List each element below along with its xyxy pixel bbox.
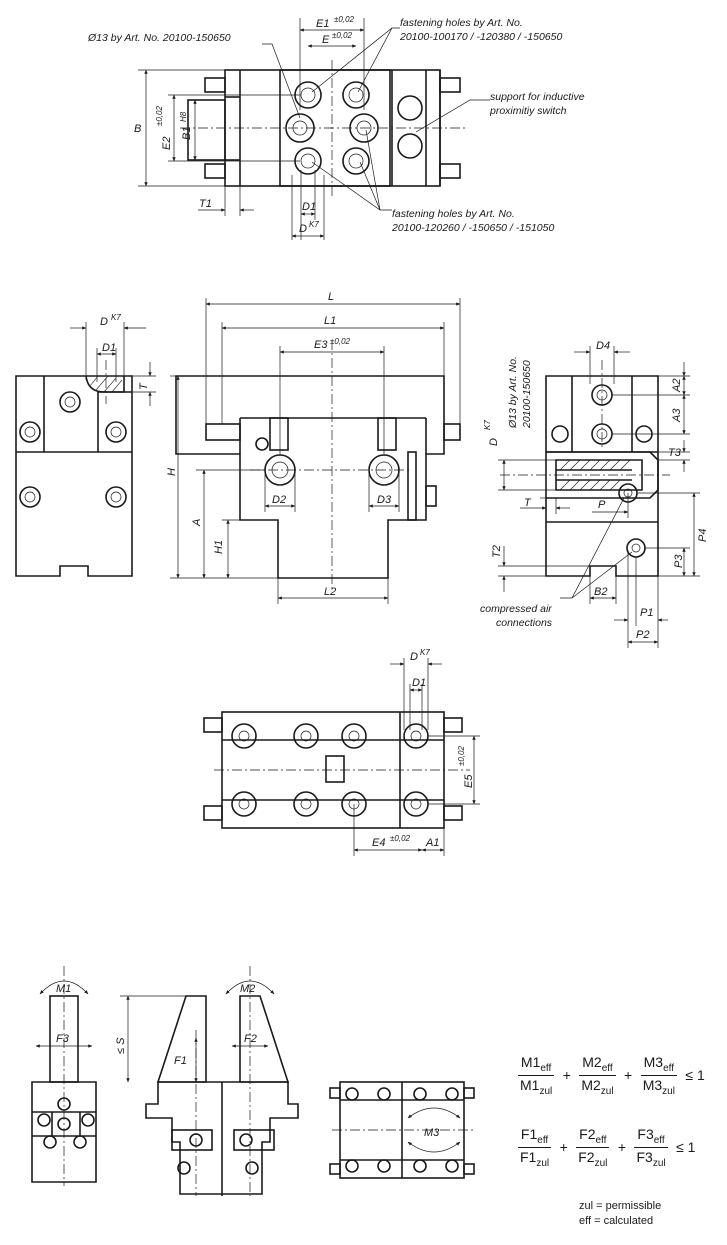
load-f2: F2 — [244, 1033, 257, 1045]
note-fastening-b-1: fastening holes by Art. No. — [392, 208, 515, 220]
dim-a2: A2 — [671, 379, 683, 393]
bottom-dim-d: D — [410, 651, 418, 663]
relation-sign: ≤ 1 — [685, 1067, 705, 1084]
plus-sign: + — [624, 1067, 633, 1084]
load-f3: F3 — [56, 1033, 70, 1045]
dim-t2: T2 — [491, 545, 503, 558]
term-m2: M2eff M2zul — [579, 1054, 616, 1097]
left-dim-d1: D1 — [102, 342, 116, 354]
dim-d2: D2 — [272, 494, 286, 506]
legend-eff: eff = calculated — [579, 1215, 654, 1227]
dim-t3: T3 — [668, 447, 682, 459]
dim-e1: E1 — [316, 18, 329, 30]
term-f1: F1eff F1zul — [518, 1126, 552, 1169]
load-m1: M1 — [56, 983, 71, 995]
dim-e2-tol: ±0,02 — [155, 105, 164, 126]
left-dim-d: D — [100, 316, 108, 328]
right-dim-d: D — [488, 438, 500, 446]
load-m3: M3 — [424, 1127, 440, 1139]
load-f1: F1 — [174, 1055, 187, 1067]
legend-zul: zul = permissible — [579, 1200, 662, 1212]
dim-e2: E2 — [161, 137, 173, 150]
note-right-bore-1: Ø13 by Art. No. — [507, 356, 519, 429]
dim-d-tol: K7 — [309, 220, 319, 229]
dim-e: E — [322, 34, 330, 46]
dim-b: B — [134, 123, 141, 135]
dim-p2: P2 — [636, 629, 649, 641]
dim-b1-tol: H8 — [179, 111, 188, 122]
note-air-2: connections — [496, 617, 553, 629]
dim-b2: B2 — [594, 586, 607, 598]
dim-l2: L2 — [324, 586, 336, 598]
formula-moments: M1eff M1zul + M2eff M2zul + M3eff M3zul … — [518, 1054, 709, 1097]
load-s: ≤ S — [115, 1037, 127, 1054]
plus-sign: + — [559, 1139, 568, 1156]
dim-l: L — [328, 291, 334, 303]
dim-l1: L1 — [324, 315, 336, 327]
note-support-2: proximitiy switch — [489, 105, 567, 117]
dim-e5: E5 — [463, 774, 475, 788]
dim-p4: P4 — [697, 529, 709, 542]
dim-a1: A1 — [425, 837, 439, 849]
load-diagram-middle: M2 F1 F2 ≤ S — [115, 966, 299, 1196]
note-fastening-a-2: 20100-100170 / -120380 / -150650 — [399, 31, 562, 43]
term-f2: F2eff F2zul — [576, 1126, 610, 1169]
dim-d4: D4 — [596, 340, 610, 352]
term-m1: M1eff M1zul — [518, 1054, 555, 1097]
note-fastening-a-1: fastening holes by Art. No. — [400, 17, 523, 29]
load-m2: M2 — [240, 983, 255, 995]
dim-p: P — [598, 499, 606, 511]
right-side-view: D4 A2 A3 D K7 Ø13 by Art. No. 20100-1506… — [480, 340, 709, 648]
dim-e5-tol: ±0,02 — [457, 745, 466, 766]
top-view: E1 ±0,02 E ±0,02 B E2 ±0,02 B1 H8 T1 D1 … — [87, 15, 585, 240]
left-side-view: D K7 D1 T — [15, 313, 156, 577]
front-view: L L1 E3 ±0,02 H A H1 D2 D3 L2 — [166, 291, 461, 604]
term-f3: F3eff F3zul — [634, 1126, 668, 1169]
right-dim-d-tol: K7 — [483, 420, 492, 430]
relation-sign: ≤ 1 — [676, 1139, 696, 1156]
dim-d1: D1 — [302, 201, 316, 213]
note-air-1: compressed air — [480, 603, 552, 615]
dim-e3-tol: ±0,02 — [330, 337, 351, 346]
dim-d3: D3 — [377, 494, 392, 506]
dim-e4: E4 — [372, 837, 385, 849]
dim-p1: P1 — [640, 607, 653, 619]
dim-b1: B1 — [181, 127, 193, 140]
dim-a: A — [191, 519, 203, 527]
plus-sign: + — [617, 1139, 627, 1156]
note-bore-13: Ø13 by Art. No. 20100-150650 — [87, 32, 231, 44]
left-dim-d-tol: K7 — [111, 313, 121, 322]
bottom-dim-d1: D1 — [412, 677, 426, 689]
dim-e-tol: ±0,02 — [332, 31, 353, 40]
bottom-dim-d-tol: K7 — [420, 648, 430, 657]
note-right-bore-2: 20100-150650 — [521, 360, 533, 429]
plus-sign: + — [562, 1067, 571, 1084]
dim-t1: T1 — [199, 198, 212, 210]
bottom-view: D K7 D1 E5 ±0,02 E4 ±0,02 A1 — [203, 648, 480, 856]
left-dim-t: T — [138, 382, 150, 390]
dim-h: H — [166, 468, 178, 476]
load-diagram-left: M1 F3 — [31, 966, 97, 1186]
dim-e4-tol: ±0,02 — [390, 834, 411, 843]
note-support-1: support for inductive — [490, 91, 585, 103]
term-m3: M3eff M3zul — [640, 1054, 677, 1097]
dim-e1-tol: ±0,02 — [334, 15, 355, 24]
dim-h1: H1 — [213, 540, 225, 554]
dim-a3: A3 — [671, 408, 683, 423]
note-fastening-b-2: 20100-120260 / -150650 / -151050 — [391, 222, 554, 234]
dim-e3: E3 — [314, 339, 328, 351]
dim-d: D — [299, 223, 307, 235]
formula-forces: F1eff F1zul + F2eff F2zul + F3eff F3zul … — [518, 1126, 699, 1169]
right-dim-t: T — [524, 497, 532, 509]
dim-p3: P3 — [673, 554, 685, 568]
load-diagram-right: M3 — [329, 1081, 475, 1179]
